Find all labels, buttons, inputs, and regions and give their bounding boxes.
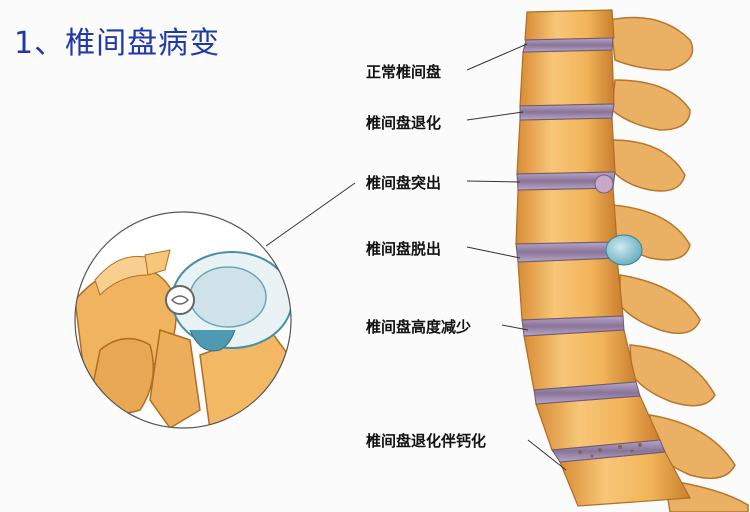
label-disc-extrusion: 椎间盘脱出: [366, 238, 441, 259]
label-disc-height-loss: 椎间盘高度减少: [366, 316, 471, 337]
label-disc-protrusion: 椎间盘突出: [366, 172, 441, 193]
label-degeneration-calcification: 椎间盘退化伴钙化: [366, 430, 486, 451]
label-normal-disc: 正常椎间盘: [366, 61, 441, 82]
protrusion-bulge: [595, 175, 613, 193]
label-disc-degeneration: 椎间盘退化: [366, 112, 441, 133]
extrusion-blob: [606, 235, 642, 265]
magnified-inset: [75, 212, 292, 430]
